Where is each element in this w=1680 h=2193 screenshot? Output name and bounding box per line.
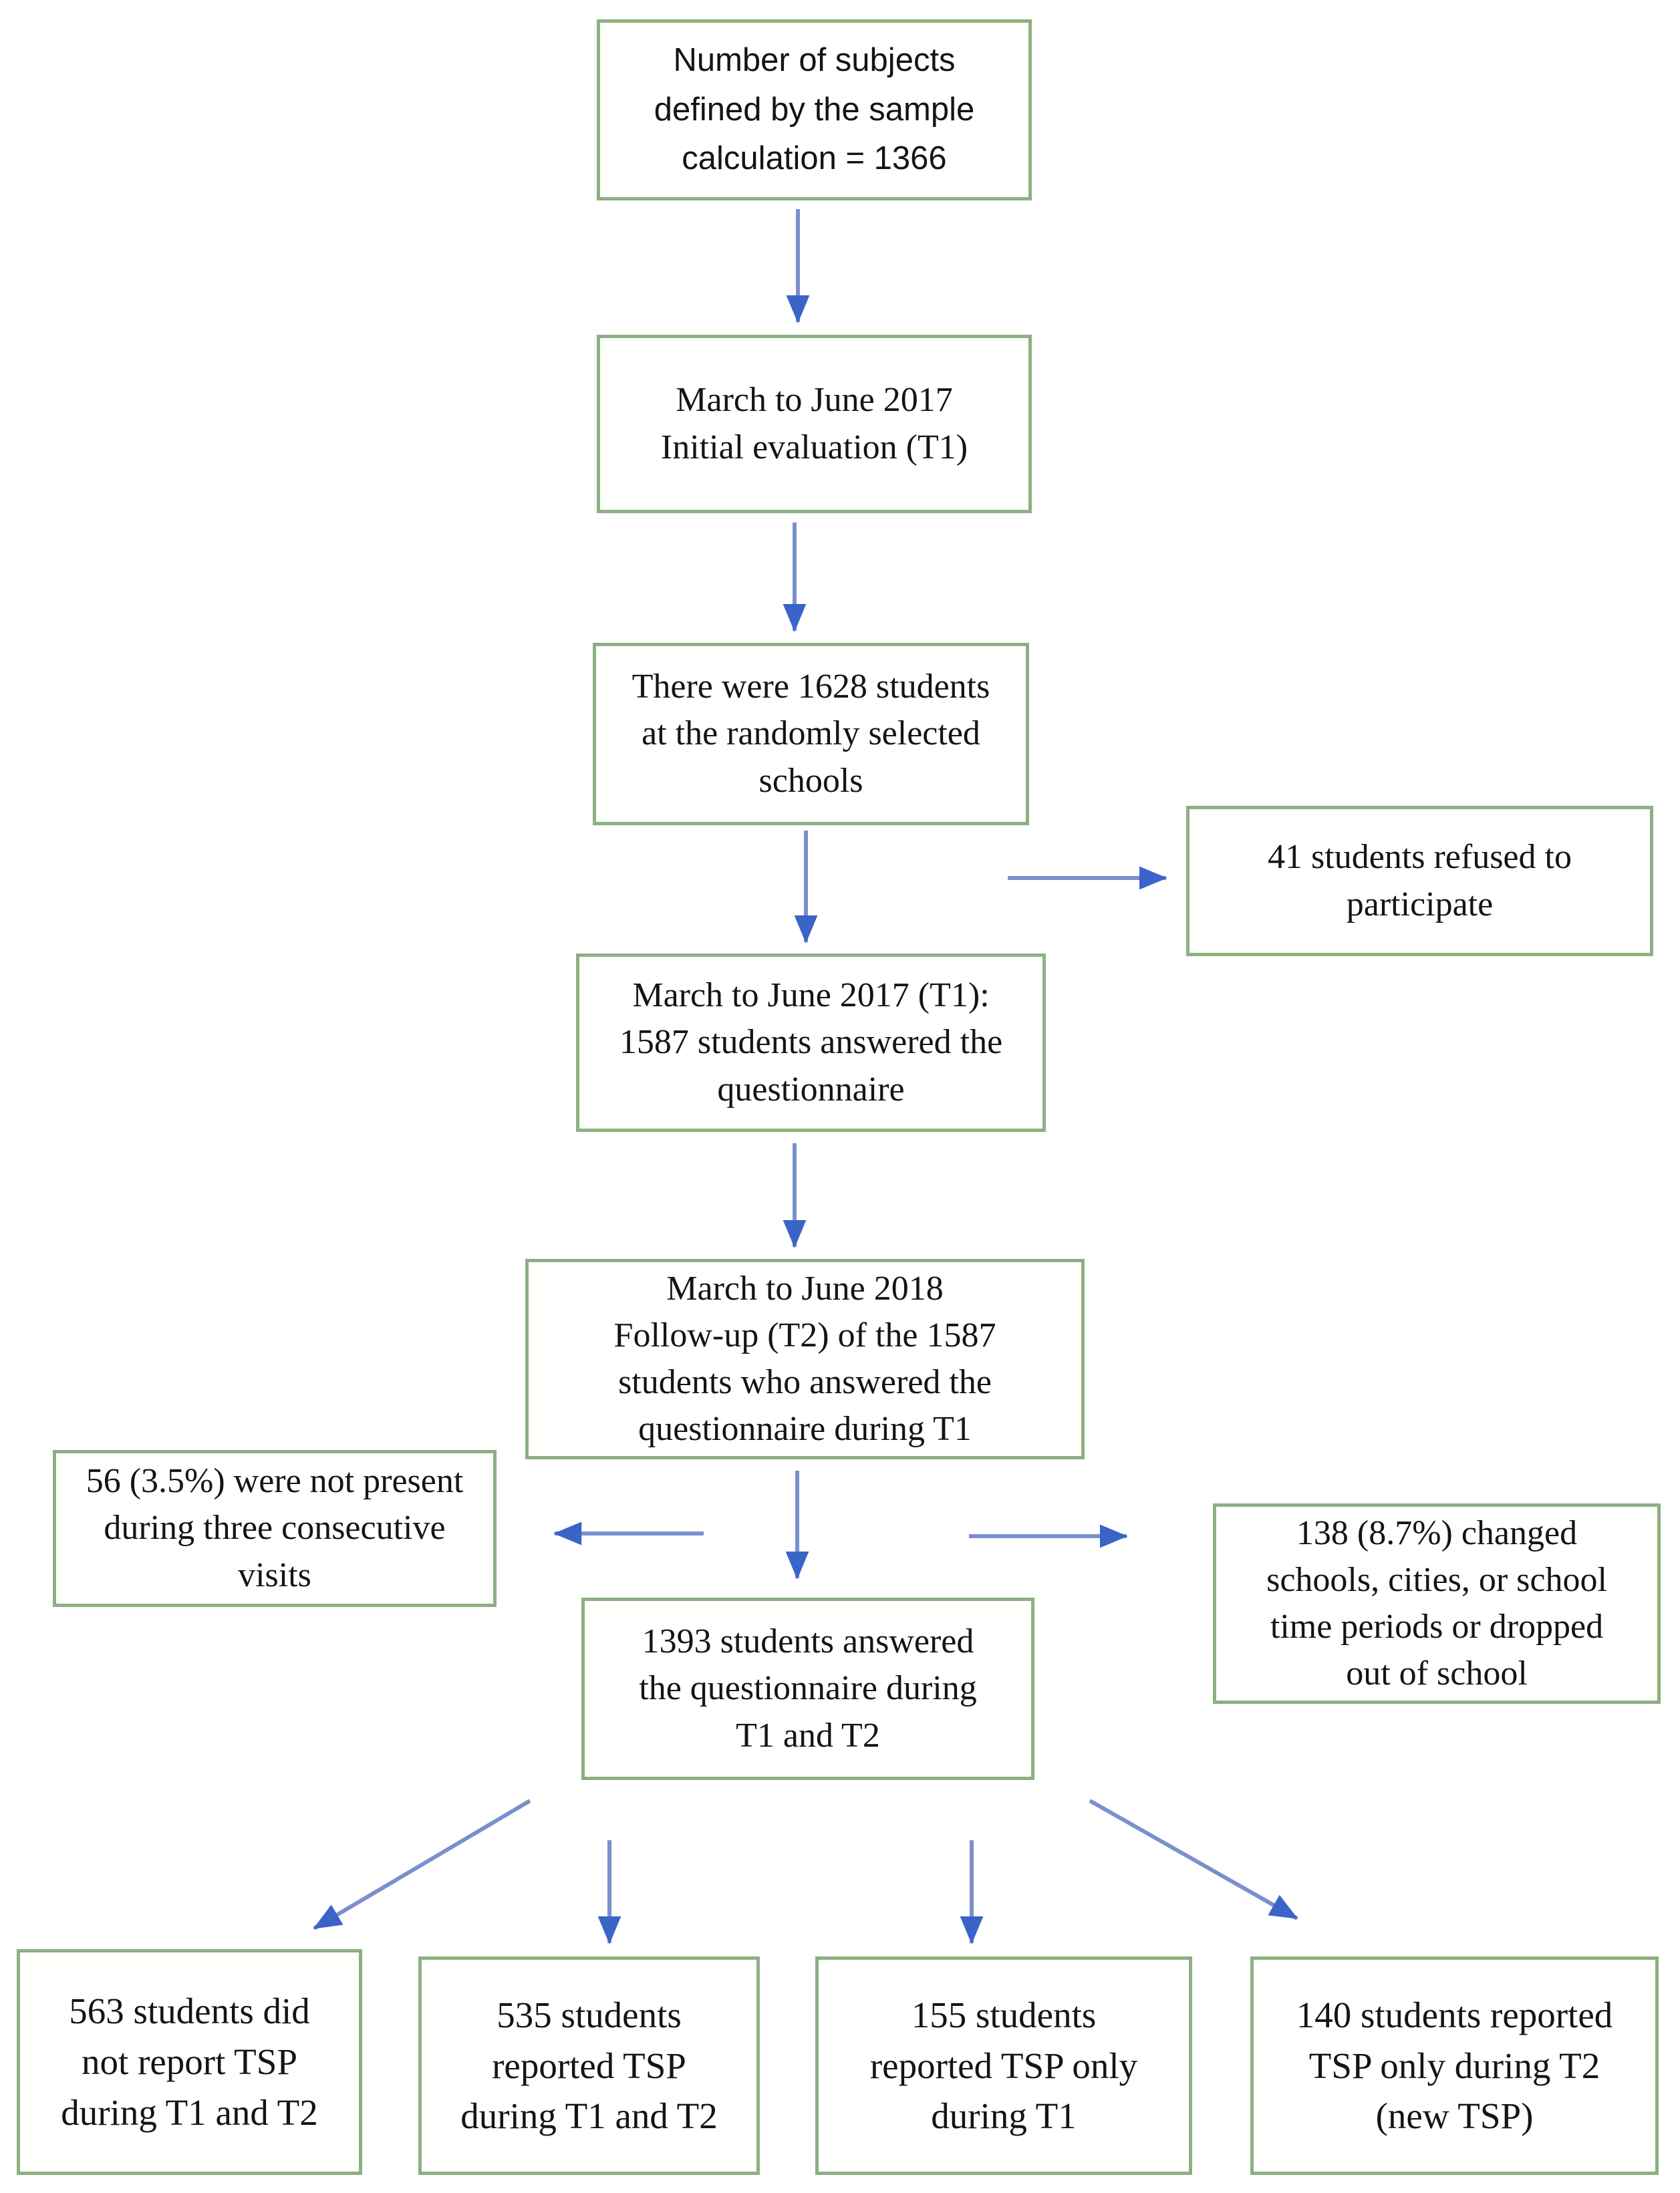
flow-box-students-1628: There were 1628 students at the randomly… [593, 643, 1029, 825]
flow-box-tsp-t2-only-140: 140 students reported TSP only during T2… [1250, 1956, 1659, 2175]
flow-box-changed-schools-138: 138 (8.7%) changed schools, cities, or s… [1213, 1503, 1661, 1704]
flow-box-label: March to June 2017 Initial evaluation (T… [660, 381, 968, 466]
flow-box-label: 138 (8.7%) changed schools, cities, or s… [1266, 1513, 1607, 1693]
flow-box-label: Number of subjects defined by the sample… [654, 42, 975, 177]
flow-box-tsp-t1-only-155: 155 students reported TSP only during T1 [815, 1956, 1192, 2175]
flow-box-label: 140 students reported TSP only during T2… [1296, 1994, 1613, 2137]
flow-box-label: 1393 students answered the questionnaire… [639, 1622, 977, 1755]
flow-box-no-tsp-563: 563 students did not report TSP during T… [17, 1949, 362, 2175]
flow-box-refused-41: 41 students refused to participate [1186, 806, 1653, 956]
flow-box-not-present-56: 56 (3.5%) were not present during three … [53, 1450, 497, 1607]
flow-box-label: 56 (3.5%) were not present during three … [86, 1462, 464, 1594]
flow-box-label: 535 students reported TSP during T1 and … [460, 1994, 718, 2137]
flow-box-tsp-both-535: 535 students reported TSP during T1 and … [418, 1956, 760, 2175]
flow-box-answered-t1-1587: March to June 2017 (T1): 1587 students a… [576, 954, 1046, 1132]
flow-box-answered-both-1393: 1393 students answered the questionnaire… [581, 1598, 1034, 1780]
flow-box-label: 41 students refused to participate [1268, 838, 1572, 923]
arrow-1393-to-563-icon [313, 1799, 531, 1930]
flow-box-label: March to June 2018 Follow-up (T2) of the… [613, 1269, 996, 1449]
flow-box-t1-initial-evaluation: March to June 2017 Initial evaluation (T… [597, 335, 1032, 513]
flow-box-label: 155 students reported TSP only during T1 [869, 1994, 1138, 2137]
flow-box-label: 563 students did not report TSP during T… [61, 1991, 318, 2133]
flow-box-followup-t2: March to June 2018 Follow-up (T2) of the… [525, 1259, 1085, 1459]
flow-box-label: March to June 2017 (T1): 1587 students a… [619, 976, 1003, 1109]
flow-box-sample-calculation: Number of subjects defined by the sample… [597, 19, 1032, 200]
arrow-1393-to-140-icon [1089, 1799, 1298, 1920]
flow-box-label: There were 1628 students at the randomly… [632, 668, 990, 800]
